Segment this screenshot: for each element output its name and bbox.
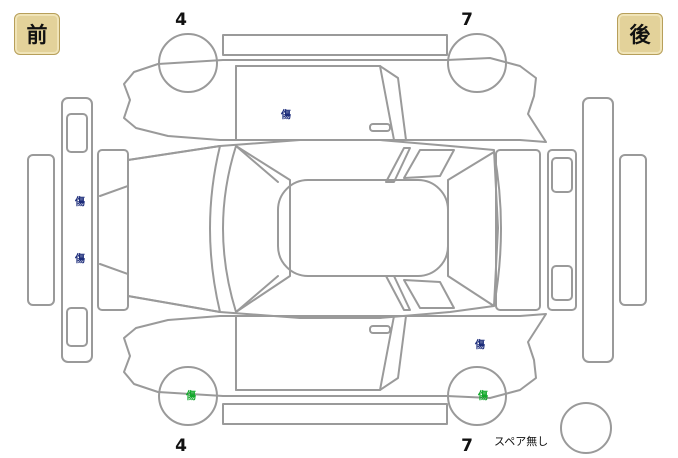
a-pillar-bottom	[235, 275, 279, 313]
tire-number-front-right: 4	[175, 436, 187, 456]
right-side-body-outline	[123, 313, 547, 399]
hood-top	[127, 145, 221, 313]
tire-number-front-left: 4	[175, 10, 187, 30]
spare-tire-label: スペア無し	[494, 435, 549, 448]
damage-mark-right-rear-tire: 傷	[478, 391, 488, 402]
tire-number-rear-left: 7	[461, 10, 473, 30]
rear-window	[447, 151, 502, 307]
rear-lamp-top	[551, 157, 573, 193]
right-side-roofline	[235, 315, 407, 391]
left-side-roofline	[235, 65, 407, 141]
left-side-view	[123, 34, 547, 143]
top-view	[127, 139, 502, 319]
windshield	[222, 145, 291, 313]
rear-lamp-bottom	[551, 265, 573, 301]
front-grille-lower-line	[99, 263, 129, 275]
spare-tire	[560, 402, 612, 454]
damage-mark-right-front-tire: 傷	[186, 391, 196, 402]
right-side-step-bottom	[222, 403, 448, 425]
front-grille	[97, 149, 129, 311]
right-side-view	[123, 313, 547, 425]
damage-mark-right-rear-door: 傷	[475, 340, 485, 351]
front-bumper-outer	[61, 97, 93, 363]
roof	[277, 179, 449, 277]
tire-number-rear-right: 7	[461, 436, 473, 456]
front-license-plate	[27, 154, 55, 306]
left-side-body-outline	[123, 57, 547, 143]
left-side-step-top	[222, 34, 448, 56]
top-window-right	[385, 275, 411, 311]
rear-bumper-outer	[582, 97, 614, 363]
damage-mark-front-bumper-lower: 傷	[75, 254, 85, 265]
tire-rear-right	[447, 366, 507, 426]
right-door-split	[379, 315, 395, 391]
rear-license-plate	[619, 154, 647, 306]
top-window-left	[385, 147, 411, 183]
front-end	[27, 97, 129, 363]
front-grille-upper-line	[99, 185, 129, 197]
rear-quarter-bottom	[403, 279, 455, 309]
tire-front-right	[158, 366, 218, 426]
front-badge: 前	[14, 13, 60, 55]
damage-mark-left-front-door: 傷	[281, 110, 291, 121]
rear-trunk	[495, 149, 541, 311]
rear-end	[495, 97, 647, 363]
front-headlamp-bottom	[66, 307, 88, 347]
tire-rear-left	[447, 33, 507, 93]
left-door-split	[379, 65, 395, 141]
top-view-body	[127, 139, 499, 319]
rear-panel	[547, 149, 577, 311]
damage-mark-front-bumper-upper: 傷	[75, 197, 85, 208]
right-door-handle	[369, 325, 391, 334]
tire-front-left	[158, 33, 218, 93]
left-door-handle	[369, 123, 391, 132]
a-pillar-top	[235, 145, 279, 183]
rear-badge: 後	[617, 13, 663, 55]
front-headlamp-top	[66, 113, 88, 153]
rear-quarter-top	[403, 149, 455, 179]
